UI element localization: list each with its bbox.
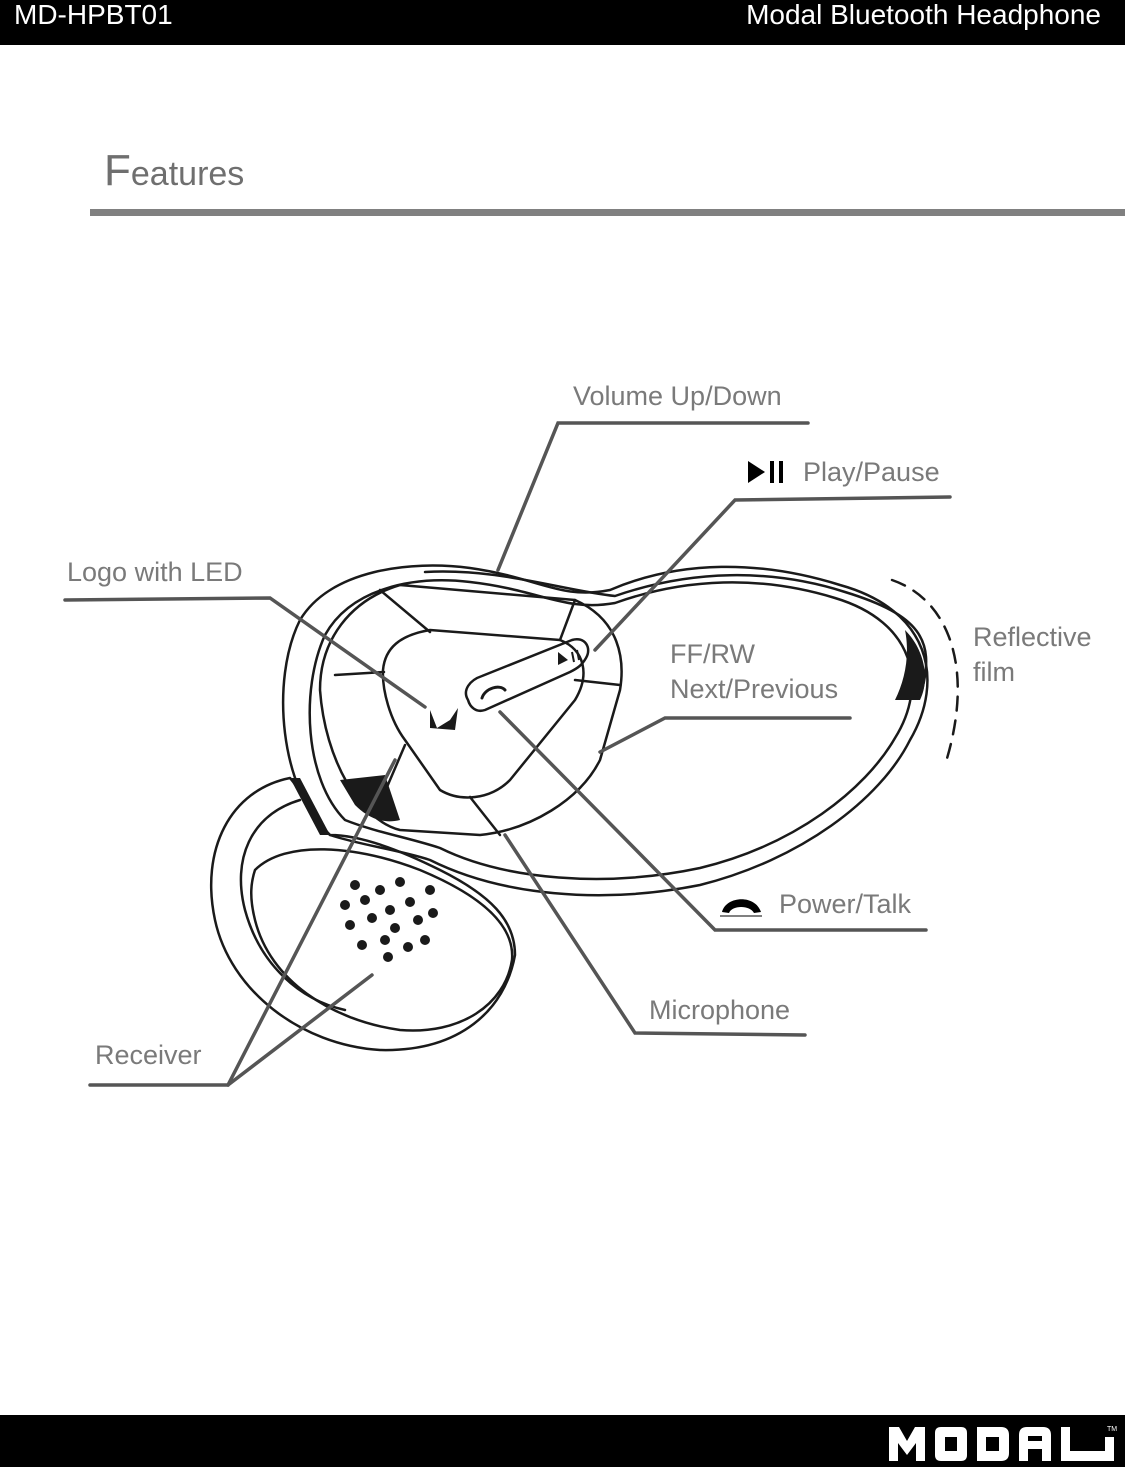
ear-hook-outer (281, 564, 929, 897)
modal-logo: TM (889, 1426, 1117, 1461)
label-power-talk: Power/Talk (779, 889, 912, 919)
label-microphone: Microphone (649, 995, 791, 1025)
label-ffrw: FF/RW Next/Previous (670, 637, 838, 707)
leader-receiver-2 (226, 973, 374, 1087)
label-receiver: Receiver (95, 1040, 202, 1070)
document-title: Modal Bluetooth Headphone (746, 0, 1101, 30)
label-reflective-line1: Reflective (973, 622, 1092, 652)
headphone-diagram (63, 421, 959, 1087)
label-ffrw-line1: FF/RW (670, 639, 755, 669)
receiver-face (250, 848, 514, 1032)
trademark-mark: TM (1107, 1426, 1117, 1433)
label-reflective-line2: film (973, 657, 1015, 687)
shade-right (895, 630, 925, 700)
leader-volume (496, 421, 810, 572)
button-pill (464, 637, 590, 712)
label-ffrw-line2: Next/Previous (670, 674, 839, 704)
receiver-speaker-holes (340, 877, 438, 962)
pill-play-icon (558, 649, 580, 665)
phone-icon (720, 899, 762, 917)
leader-microphone (503, 833, 807, 1037)
model-number: MD-HPBT01 (14, 0, 173, 30)
label-volume: Volume Up/Down (573, 381, 782, 411)
ear-hook-rim (423, 570, 928, 692)
section-heading: Features (104, 146, 244, 196)
heading-rest: eatures (130, 155, 245, 193)
body-inner (381, 628, 585, 799)
footer-bar: TM (0, 1415, 1125, 1467)
header-bar: MD-HPBT01 Modal Bluetooth Headphone (0, 0, 1125, 45)
leader-ffrw (598, 716, 852, 754)
reflective-arc (890, 578, 959, 767)
leader-play-pause (593, 495, 952, 652)
shade-left (340, 775, 400, 822)
heading-initial: F (104, 146, 131, 195)
leader-power-talk (498, 710, 928, 932)
shade-hook (290, 778, 330, 835)
label-play-pause: Play/Pause (803, 457, 940, 487)
leader-logo-led (63, 596, 427, 709)
label-reflective-film: Reflective film (973, 620, 1092, 690)
label-logo-led: Logo with LED (67, 557, 243, 587)
pill-phone-icon (480, 685, 507, 700)
receiver-pod-inner (239, 798, 347, 1012)
ear-hook-inner (308, 579, 914, 881)
play-pause-icon (748, 461, 783, 483)
heading-rule (90, 209, 1125, 216)
logo-led-icon (430, 708, 458, 730)
